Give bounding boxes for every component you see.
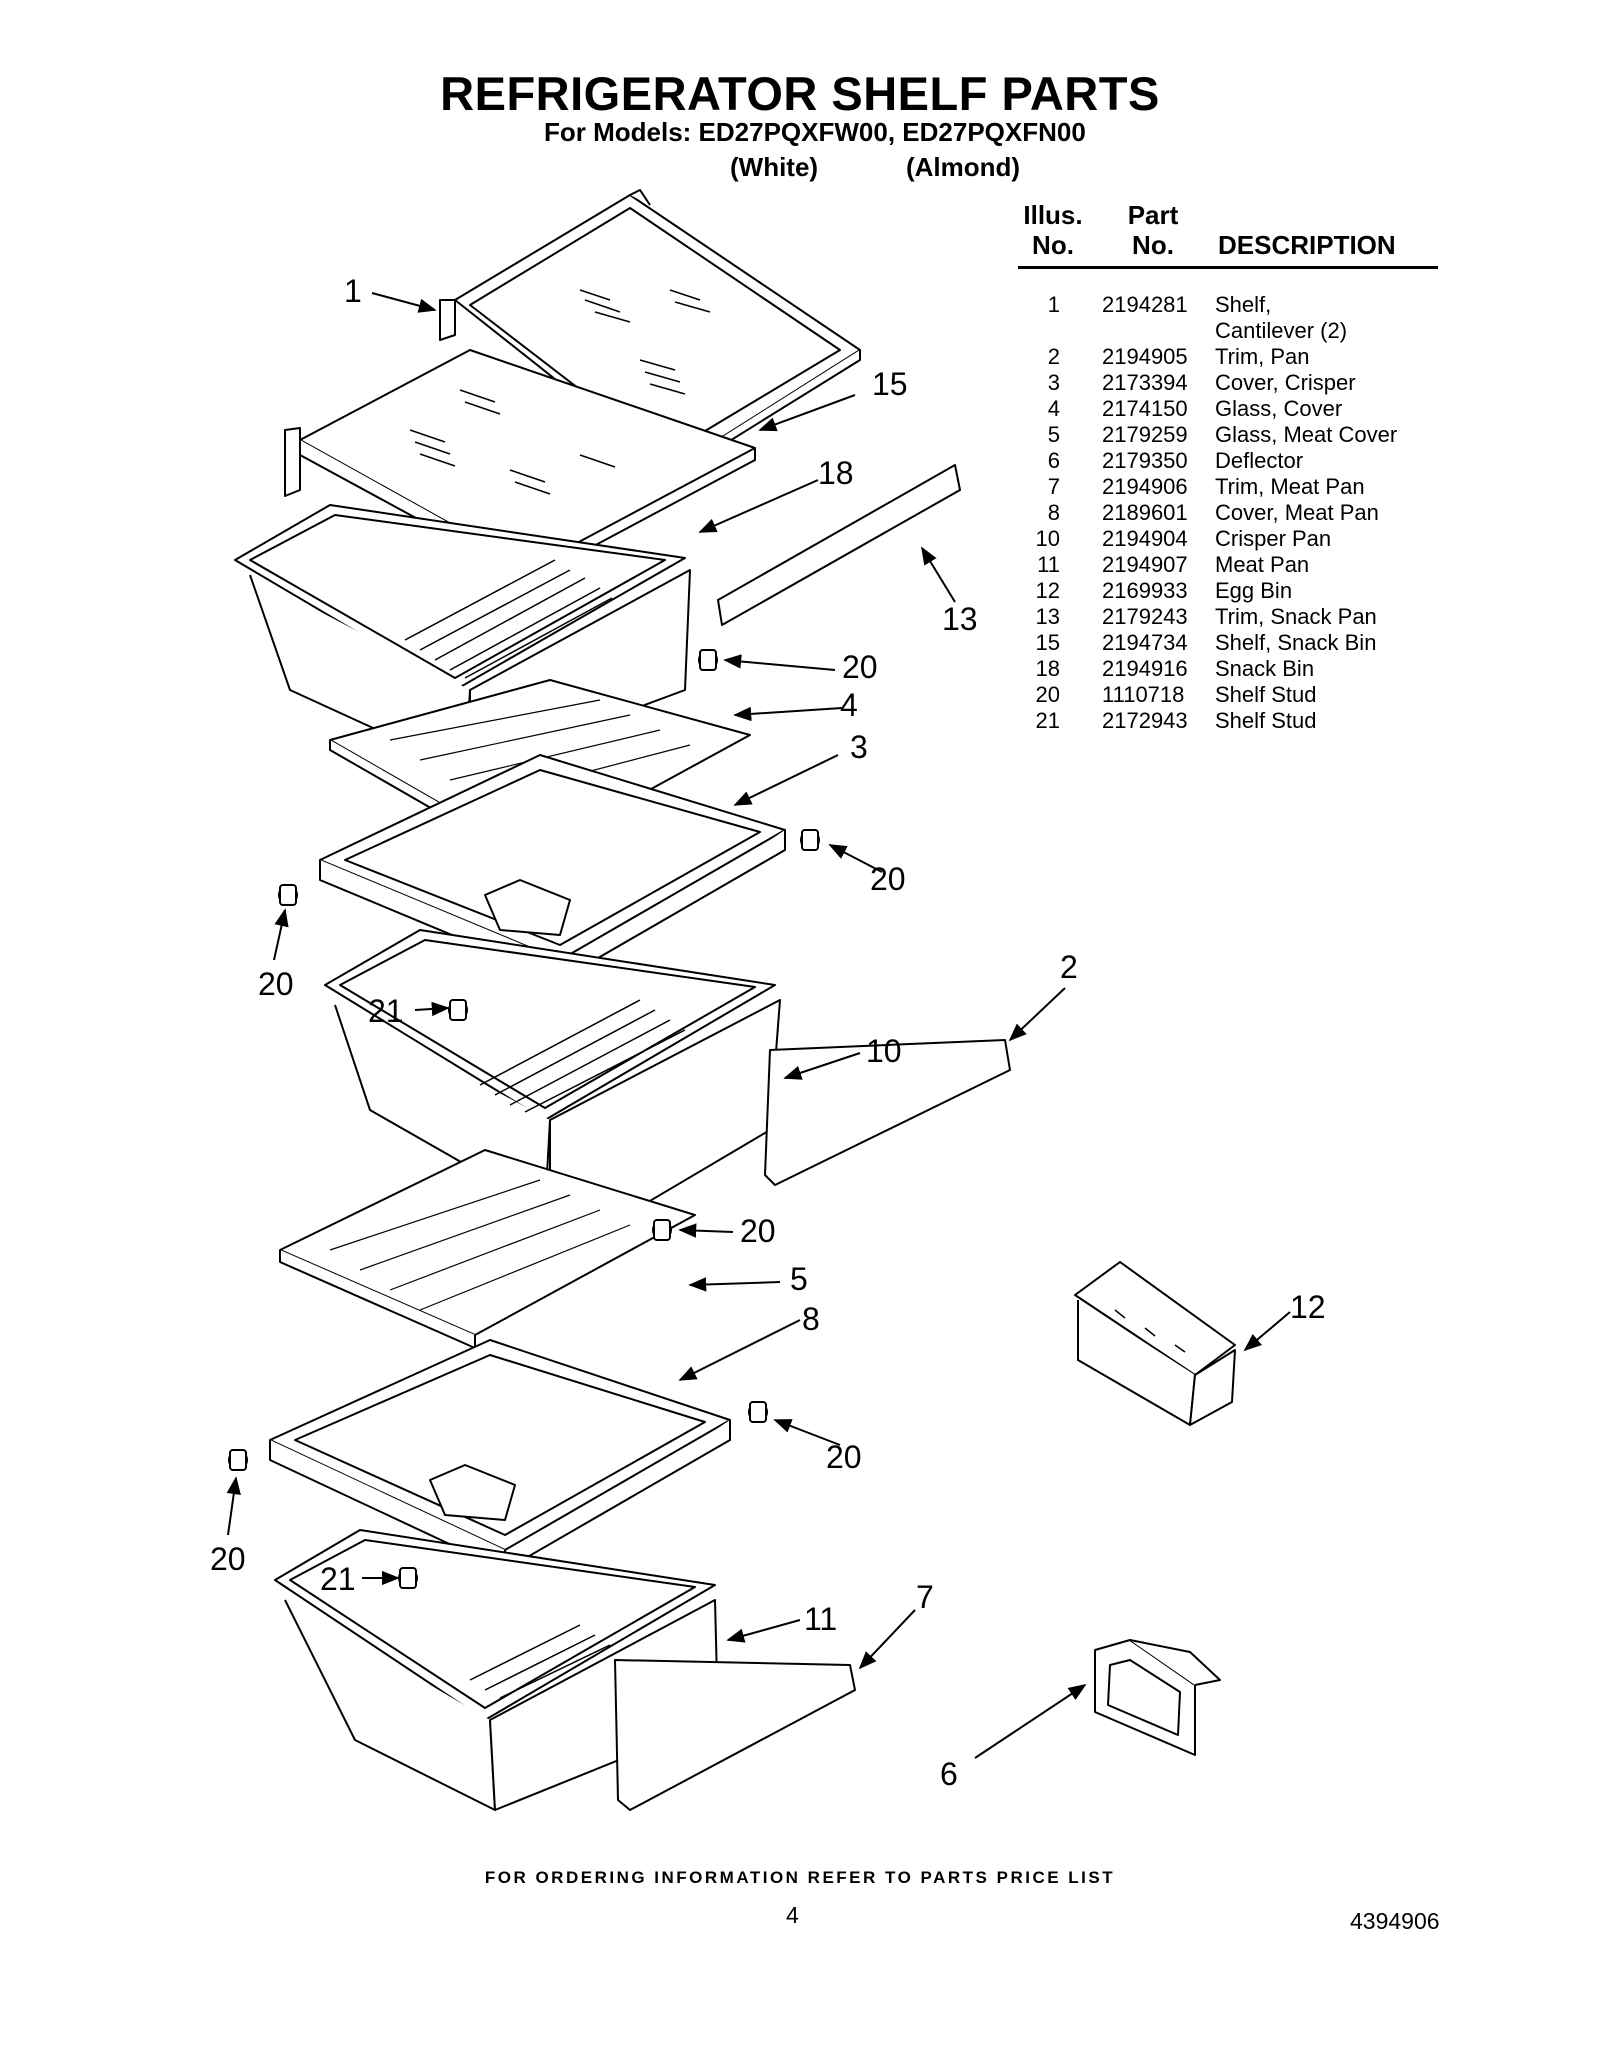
deflector: [1094, 1639, 1221, 1756]
callout-labels: 1 15 18 13 20 4 3 20 20 21 2 10 20 5 8 1…: [210, 273, 1326, 1792]
document-number: 4394906: [1350, 1908, 1440, 1934]
table-row: 7 2194906 Trim, Meat Pan: [1047, 474, 1365, 499]
shelf-studs: [228, 649, 820, 1589]
callout-20-f: 20: [210, 1541, 246, 1577]
col-head-part: Part No.: [1127, 200, 1179, 260]
leader-lines: [226, 292, 1291, 1759]
pan-trim: [764, 1039, 1011, 1186]
callout-21-b: 21: [320, 1561, 356, 1597]
table-row: 1 2194281 Shelf,: [1047, 292, 1272, 317]
callout-18: 18: [818, 455, 854, 491]
variant-white-label: (White): [730, 152, 819, 182]
page-title: REFRIGERATOR SHELF PARTS: [440, 67, 1160, 120]
table-row: 6 2179350 Deflector: [1047, 448, 1304, 473]
table-row: 18 2194916 Snack Bin: [1035, 656, 1315, 681]
table-row-desc-continued: Cantilever (2): [1215, 318, 1348, 343]
table-row: 2 2194905 Trim, Pan: [1047, 344, 1310, 369]
callout-8: 8: [802, 1301, 820, 1337]
ordering-note: FOR ORDERING INFORMATION REFER TO PARTS …: [484, 1868, 1116, 1887]
snack-pan-trim: [717, 464, 961, 626]
callout-11: 11: [804, 1601, 837, 1637]
table-row: 4 2174150 Glass, Cover: [1047, 396, 1343, 421]
callout-5: 5: [790, 1261, 808, 1297]
meat-pan-cover: [269, 1339, 731, 1571]
callout-20-d: 20: [740, 1213, 776, 1249]
callout-2: 2: [1060, 949, 1078, 985]
callout-6: 6: [940, 1756, 958, 1792]
page-number: 4: [786, 1902, 799, 1928]
table-row: 13 2179243 Trim, Snack Pan: [1035, 604, 1377, 629]
col-head-illus: Illus. No.: [1023, 200, 1083, 260]
glass-meat-cover: [279, 1149, 696, 1349]
callout-20-c: 20: [258, 966, 294, 1002]
crisper-cover: [319, 754, 786, 981]
egg-bin: [1074, 1261, 1236, 1426]
callout-21-a: 21: [368, 993, 404, 1029]
callout-15: 15: [872, 366, 908, 402]
table-row: 15 2194734 Shelf, Snack Bin: [1035, 630, 1377, 655]
table-row: 21 2172943 Shelf Stud: [1035, 708, 1317, 733]
table-row: 3 2173394 Cover, Crisper: [1047, 370, 1356, 395]
callout-20-e: 20: [826, 1439, 862, 1475]
variant-almond-label: (Almond): [906, 152, 1021, 182]
col-head-description: DESCRIPTION: [1218, 230, 1396, 260]
table-row: 12 2169933 Egg Bin: [1035, 578, 1293, 603]
callout-20-a: 20: [842, 649, 878, 685]
callout-7: 7: [916, 1579, 934, 1615]
models-subtitle: For Models: ED27PQXFW00, ED27PQXFN00: [544, 117, 1086, 147]
table-row: 8 2189601 Cover, Meat Pan: [1047, 500, 1379, 525]
table-row: 20 1110718 Shelf Stud: [1035, 682, 1317, 707]
table-row: 10 2194904 Crisper Pan: [1035, 526, 1332, 551]
callout-12: 12: [1290, 1289, 1326, 1325]
table-header-rule: [1018, 266, 1438, 269]
callout-1: 1: [344, 273, 362, 309]
callout-13: 13: [942, 601, 978, 637]
callout-3: 3: [850, 729, 868, 765]
callout-10: 10: [866, 1033, 902, 1069]
meat-pan-trim: [614, 1659, 856, 1811]
callout-4: 4: [840, 687, 858, 723]
table-row: 5 2179259 Glass, Meat Cover: [1047, 422, 1398, 447]
callout-20-b: 20: [870, 861, 906, 897]
table-row: 11 2194907 Meat Pan: [1037, 552, 1310, 577]
